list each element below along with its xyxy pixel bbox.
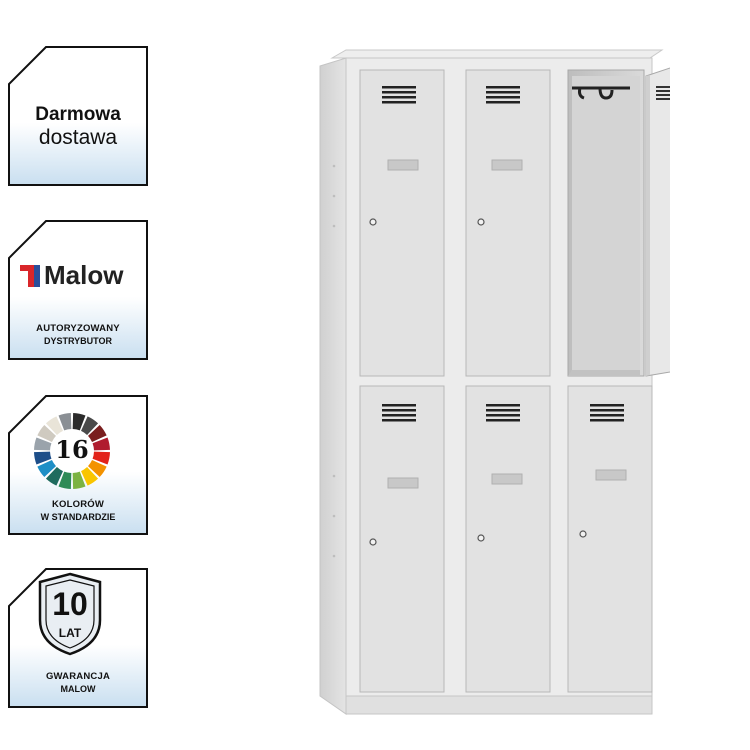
distributor-line1: AUTORYZOWANY [36,323,120,334]
color-ring-segment [92,437,110,451]
distributor-badge: Malow AUTORYZOWANY DYSTRYBUTOR [8,220,148,360]
malow-logo-icon [20,265,40,287]
color-ring-segment [45,416,63,435]
distributor-line2: DYSTRYBUTOR [43,336,112,346]
color-ring-segment [37,424,56,442]
colors-line1: KOLORÓW [51,499,105,510]
color-ring-segment [37,460,56,478]
color-ring-segment [34,437,52,451]
shield-icon [38,572,102,656]
vent-icon [382,404,416,422]
locker-door-bottom-2 [465,385,551,693]
warranty-line2: MALOW [60,684,96,694]
vent-icon [590,404,624,422]
color-ring-segment [45,467,63,486]
color-ring-segment [88,460,107,478]
badge-frame-icon [8,220,148,360]
badge-frame-icon [8,568,148,708]
color-ring-segment [58,413,72,431]
locker-open-compartment [567,69,645,377]
coat-hook-icon [572,86,630,100]
color-ring-icon [34,413,110,489]
brand-name: Malow [44,260,124,290]
color-ring-segment [81,416,99,435]
color-ring-segment [81,467,99,486]
locker-door-bottom-3 [567,385,653,693]
warranty-line1: GWARANCJA [45,671,111,682]
lock-icon [579,530,587,538]
lock-icon [477,534,485,542]
vent-icon [486,404,520,422]
delivery-line2: dostawa [38,126,118,149]
vent-icon [656,86,670,100]
vent-icon [382,86,416,104]
colors-badge: 16 KOLORÓW W STANDARDZIE [8,395,148,535]
locker-door-open [645,67,670,377]
warranty-unit: LAT [58,626,82,640]
free-delivery-badge: Darmowa dostawa [8,46,148,186]
warranty-badge: 10 LAT GWARANCJA MALOW [8,568,148,708]
badge-frame-icon [8,395,148,535]
delivery-line1: Darmowa [35,104,121,125]
lock-icon [369,218,377,226]
color-ring-segment [34,451,52,465]
color-ring-segment [92,451,110,465]
locker-door-top-2 [465,69,551,377]
colors-line2: W STANDARDZIE [40,512,116,522]
locker-cabinet-image [319,49,670,715]
lock-icon [369,538,377,546]
badge-frame-icon [8,46,148,186]
lock-icon [477,218,485,226]
locker-door-top-1 [359,69,445,377]
color-ring-segment [58,471,72,489]
warranty-years: 10 [52,586,88,622]
color-ring-segment [88,424,107,442]
locker-door-bottom-1 [359,385,445,693]
vent-icon [486,86,520,104]
color-ring-segment [72,413,86,431]
color-count: 16 [55,435,89,464]
color-ring-segment [72,471,86,489]
